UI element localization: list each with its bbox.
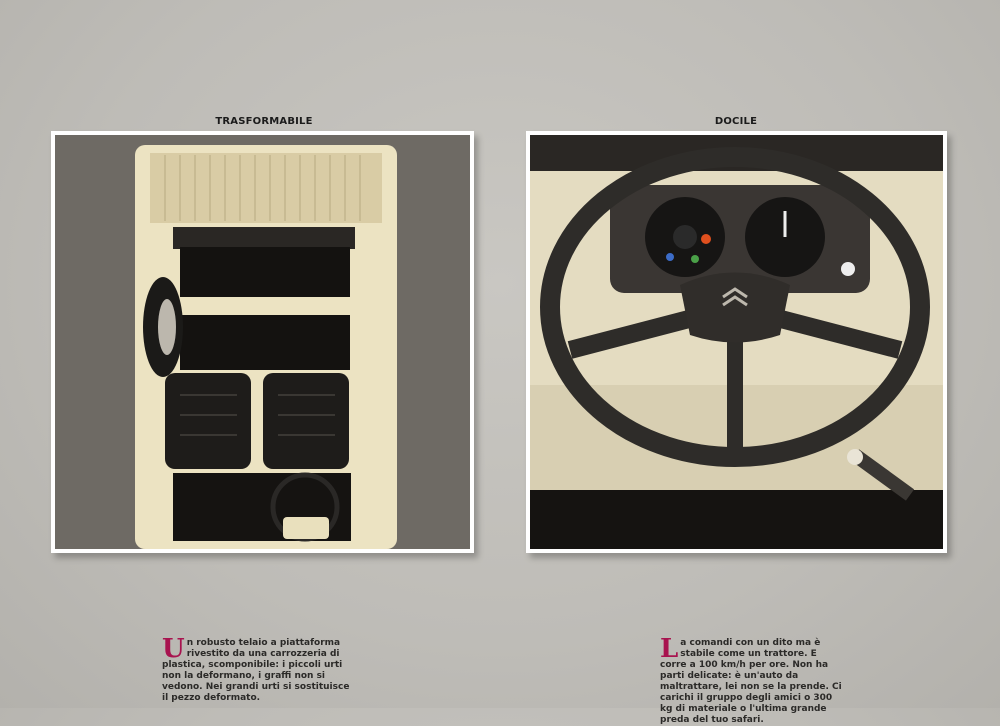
right-caption-text: a comandi con un dito ma è stabile come …: [660, 638, 842, 725]
left-caption-dropcap: U: [162, 634, 185, 664]
right-heading: DOCILE: [714, 116, 758, 127]
left-photo-vehicle-topview: [51, 131, 474, 553]
left-heading: TRASFORMABILE: [215, 116, 313, 127]
right-photo-steering-wheel: [526, 131, 947, 553]
right-caption-dropcap: L: [660, 634, 679, 664]
left-caption-text: n robusto telaio a piattaforma rivestito…: [162, 638, 350, 703]
